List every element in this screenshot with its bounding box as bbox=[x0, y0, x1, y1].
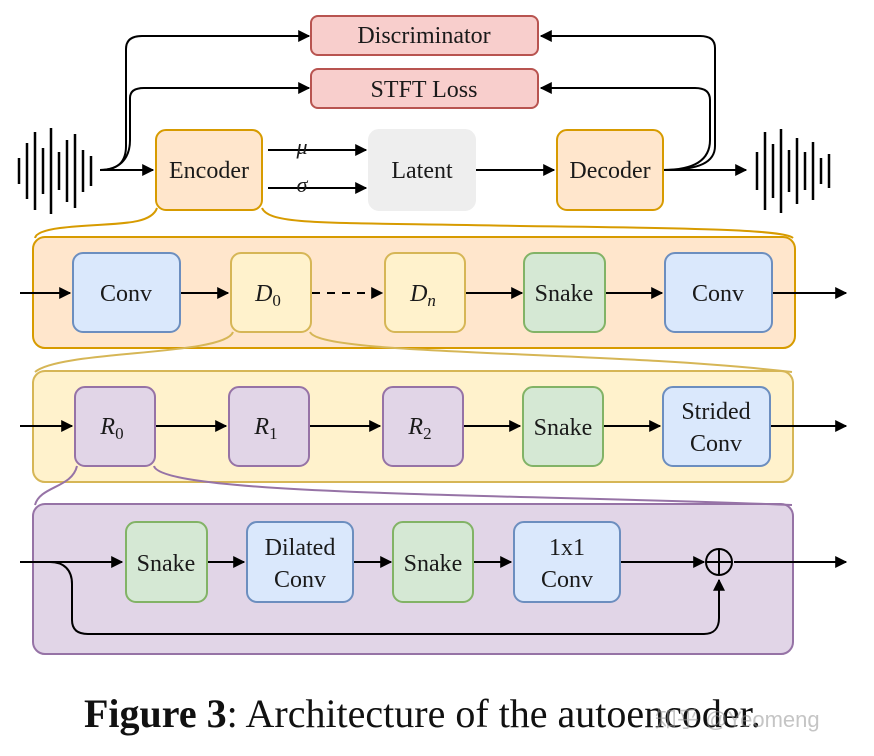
strided-conv-label-line1: Strided bbox=[681, 399, 750, 425]
conv-1x1-box bbox=[513, 521, 621, 603]
r1-box bbox=[228, 386, 310, 467]
caption-label: Figure 3 bbox=[84, 691, 227, 736]
conv-in-box bbox=[72, 252, 181, 333]
sum-node-icon bbox=[705, 548, 733, 576]
encoder-box bbox=[155, 129, 263, 211]
snake-box-row1 bbox=[523, 252, 606, 333]
snake-label-row3-second: Snake bbox=[404, 551, 463, 577]
sigma-label: σ bbox=[297, 172, 309, 197]
r1-subscript: 1 bbox=[269, 424, 278, 443]
dn-label: Dn bbox=[409, 281, 436, 310]
dn-base: D bbox=[409, 281, 427, 307]
conv-1x1-label-line2: Conv bbox=[541, 567, 593, 593]
r2-label: R2 bbox=[407, 414, 431, 443]
snake-box-row2 bbox=[522, 386, 604, 467]
autoencoder-diagram: Discriminator STFT Loss Encoder μ σ Late… bbox=[17, 15, 848, 655]
row3-arrows bbox=[20, 556, 848, 635]
strided-conv-box bbox=[662, 386, 771, 467]
stft-loss-box bbox=[310, 68, 539, 109]
r1-label: R1 bbox=[253, 414, 277, 443]
zoom-connectors bbox=[34, 207, 794, 506]
output-waveform-icon bbox=[755, 129, 831, 213]
caption-text: : Architecture of the autoencoder. bbox=[226, 691, 761, 736]
strided-conv-label-line2: Conv bbox=[690, 431, 742, 457]
discriminator-box bbox=[310, 15, 539, 56]
snake-box-row3-second bbox=[392, 521, 474, 603]
discriminator-label: Discriminator bbox=[357, 23, 490, 49]
stft-loss-label: STFT Loss bbox=[371, 77, 478, 103]
r0-box bbox=[74, 386, 156, 467]
dn-subscript: n bbox=[427, 291, 436, 310]
r1-base: R bbox=[253, 414, 269, 440]
r0-base: R bbox=[99, 414, 115, 440]
snake-label-row3-first: Snake bbox=[137, 551, 196, 577]
conv-out-box bbox=[664, 252, 773, 333]
latent-label: Latent bbox=[391, 158, 453, 184]
input-waveform-icon bbox=[17, 128, 93, 214]
figure-caption: Figure 3: Architecture of the autoencode… bbox=[84, 690, 761, 737]
decoder-box bbox=[556, 129, 664, 211]
conv-1x1-label-line1: 1x1 bbox=[549, 535, 585, 561]
encoder-label: Encoder bbox=[169, 158, 249, 184]
r0-label: R0 bbox=[99, 414, 123, 443]
r0-subscript: 0 bbox=[115, 424, 124, 443]
latent-box bbox=[368, 129, 476, 211]
r2-box bbox=[382, 386, 464, 467]
dilated-conv-box bbox=[246, 521, 354, 603]
top-arrows bbox=[99, 30, 748, 194]
snake-label-row2: Snake bbox=[534, 415, 593, 441]
snake-label-row1: Snake bbox=[535, 281, 594, 307]
mu-label: μ bbox=[295, 134, 307, 159]
dn-box bbox=[384, 252, 466, 333]
d0-box bbox=[230, 252, 312, 333]
watermark: 知乎 @Yeomeng bbox=[655, 707, 820, 732]
conv-in-label: Conv bbox=[100, 281, 152, 307]
decoder-label: Decoder bbox=[569, 158, 650, 184]
dilated-conv-label-line2: Conv bbox=[274, 567, 326, 593]
snake-box-row3-first bbox=[125, 521, 208, 603]
dilated-conv-label-line1: Dilated bbox=[265, 535, 336, 561]
d0-label: D0 bbox=[254, 281, 281, 310]
r2-base: R bbox=[407, 414, 423, 440]
conv-out-label: Conv bbox=[692, 281, 744, 307]
r2-subscript: 2 bbox=[423, 424, 432, 443]
d0-subscript: 0 bbox=[272, 291, 281, 310]
d0-base: D bbox=[254, 281, 272, 307]
